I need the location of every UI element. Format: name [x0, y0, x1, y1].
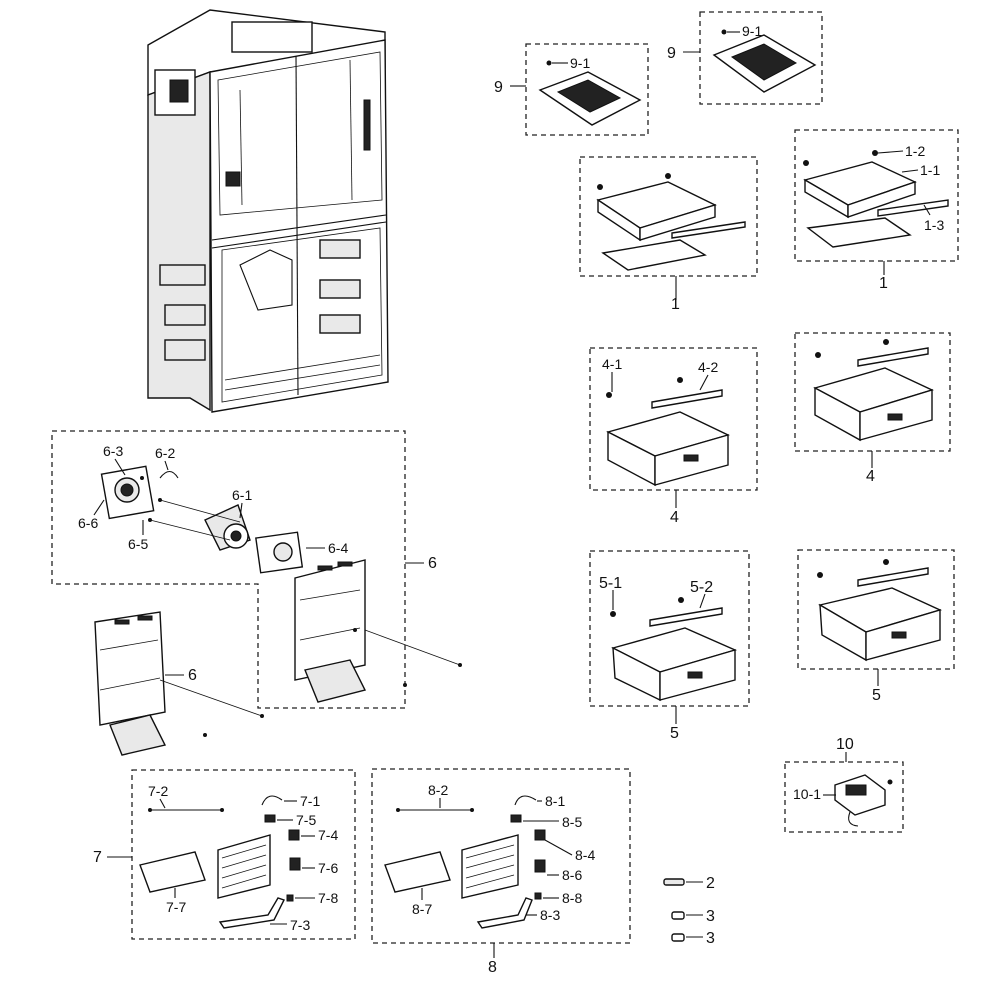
part-group-5-right: 5	[797, 549, 955, 704]
label-10-1: 10-1	[793, 786, 821, 802]
part-group-8: 8-2 8-1 8-5 8-4 8-6 8-7 8-8 8-3 8	[371, 768, 631, 976]
part-group-1-right: 1-2 1-1 1-3 1	[794, 129, 959, 292]
label-9-1-right: 9-1	[742, 23, 762, 39]
label-9-1-left: 9-1	[570, 55, 590, 71]
part-group-9-right: 9-1 9	[667, 11, 823, 105]
label-7-3: 7-3	[290, 917, 310, 933]
label-6-2: 6-2	[155, 445, 175, 461]
label-1-1: 1-1	[920, 162, 940, 178]
label-9-right: 9	[667, 45, 676, 62]
label-6-group: 6	[428, 555, 437, 572]
label-4-right: 4	[866, 468, 875, 485]
label-6-5: 6-5	[128, 536, 148, 552]
label-1-2: 1-2	[905, 143, 925, 159]
label-8-4: 8-4	[575, 847, 595, 863]
label-3-a: 3	[706, 908, 715, 925]
label-8-8: 8-8	[562, 890, 582, 906]
part-group-7: 7-2 7-1 7-5 7-4 7-6 7-7 7-8 7-3 7	[93, 769, 356, 940]
label-7-5: 7-5	[296, 812, 316, 828]
label-3-b: 3	[706, 930, 715, 947]
label-7-8: 7-8	[318, 890, 338, 906]
label-8-3: 8-3	[540, 907, 560, 923]
part-group-4-right: 4	[794, 332, 951, 485]
label-6-6: 6-6	[78, 515, 98, 531]
small-parts-2-3: 2 3 3	[663, 875, 715, 947]
label-6-4: 6-4	[328, 540, 348, 556]
label-8-group: 8	[488, 959, 497, 976]
label-4-left: 4	[670, 509, 679, 526]
label-7-6: 7-6	[318, 860, 338, 876]
label-1-3: 1-3	[924, 217, 944, 233]
label-8-1: 8-1	[545, 793, 565, 809]
label-2: 2	[706, 875, 715, 892]
label-6-1: 6-1	[232, 487, 252, 503]
label-4-2: 4-2	[698, 359, 718, 375]
part-group-1-left: 1	[579, 156, 758, 313]
part-group-4-left: 4-1 4-2 4	[589, 347, 758, 526]
refrigerator-cabinet	[147, 9, 389, 413]
label-7-1: 7-1	[300, 793, 320, 809]
label-6-panel: 6	[188, 667, 197, 684]
label-1-left: 1	[671, 296, 680, 313]
label-6-3: 6-3	[103, 443, 123, 459]
label-9-left: 9	[494, 79, 503, 96]
label-10: 10	[836, 736, 854, 753]
label-8-6: 8-6	[562, 867, 582, 883]
label-8-5: 8-5	[562, 814, 582, 830]
label-8-7: 8-7	[412, 901, 432, 917]
part-group-9-left: 9-1 9	[494, 43, 649, 136]
evaporator-cover-panel-boxed	[294, 559, 462, 703]
label-1-right: 1	[879, 275, 888, 292]
label-7-7: 7-7	[166, 899, 186, 915]
label-4-1: 4-1	[602, 356, 622, 372]
part-group-6: 6-3 6-2 6-1 6-6 6-5 6-4 6	[51, 430, 437, 709]
label-7-group: 7	[93, 849, 102, 866]
label-5-right: 5	[872, 687, 881, 704]
label-8-2: 8-2	[428, 782, 448, 798]
label-7-2: 7-2	[148, 783, 168, 799]
label-5-1: 5-1	[599, 575, 622, 592]
part-group-10: 10 10-1	[784, 736, 904, 833]
label-7-4: 7-4	[318, 827, 338, 843]
part-group-5-left: 5-1 5-2 5	[589, 550, 750, 742]
label-5-left: 5	[670, 725, 679, 742]
evaporator-cover-panel-loose: 6	[94, 611, 264, 756]
label-5-2: 5-2	[690, 579, 713, 596]
